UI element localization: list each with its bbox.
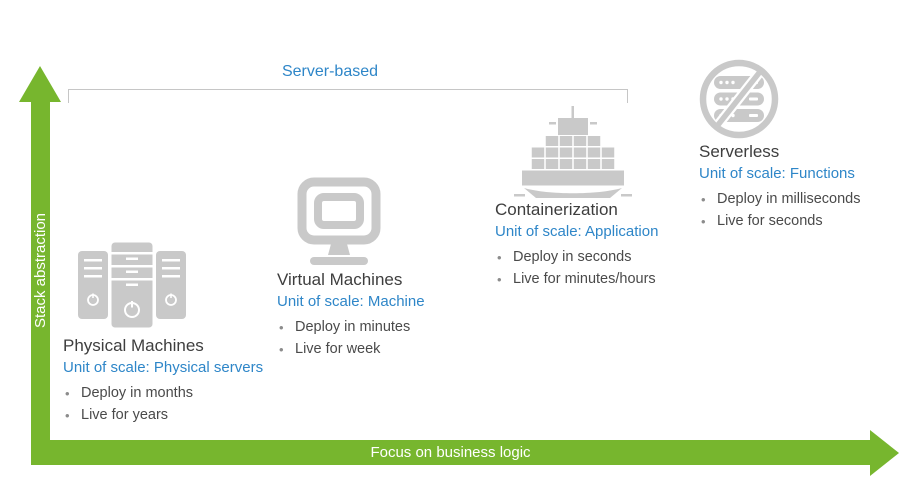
bullet-icon: • — [279, 319, 284, 335]
bullet-text: Deploy in seconds — [513, 249, 632, 265]
stage-containerization: Containerization Unit of scale: Applicat… — [495, 198, 720, 290]
bullet-text: Live for years — [81, 407, 169, 423]
y-axis-label-wrap: Stack abstraction — [31, 95, 50, 445]
unit-of-scale: Unit of scale: Physical servers — [63, 359, 264, 376]
unit-of-scale: Unit of scale: Machine — [277, 293, 425, 310]
stage-bullets: • Deploy in milliseconds • Live for seco… — [699, 188, 900, 232]
x-axis: Focus on business logic — [31, 440, 870, 465]
stage-physical-machines: Physical Machines Unit of scale: Physica… — [63, 334, 288, 426]
bullet-text: Deploy in months — [81, 385, 194, 401]
bullet-icon: • — [701, 213, 706, 229]
stage-virtual-machines: Virtual Machines Unit of scale: Machine … — [277, 268, 502, 360]
bullet-item: • Live for minutes/hours — [495, 268, 720, 290]
y-axis-label: Stack abstraction — [32, 212, 49, 328]
stage-title: Physical Machines — [63, 336, 204, 355]
stage-title: Containerization — [495, 200, 618, 219]
bullet-item: • Live for years — [63, 404, 288, 426]
bullet-text: Deploy in minutes — [295, 319, 411, 335]
bullet-text: Live for seconds — [717, 213, 823, 229]
stage-title: Virtual Machines — [277, 270, 403, 289]
bullet-icon: • — [701, 191, 706, 207]
stage-serverless: Serverless Unit of scale: Functions • De… — [699, 140, 900, 232]
bullet-item: • Live for week — [277, 338, 502, 360]
container-ship-icon — [514, 106, 632, 198]
bullet-text: Live for week — [295, 341, 381, 357]
physical-servers-icon — [78, 239, 186, 331]
server-based-bracket — [68, 89, 628, 103]
bullet-text: Live for minutes/hours — [513, 271, 656, 287]
server-based-label: Server-based — [281, 63, 379, 80]
x-axis-arrowhead — [870, 430, 899, 476]
bullet-item: • Deploy in minutes — [277, 316, 502, 338]
unit-of-scale: Unit of scale: Application — [495, 223, 659, 240]
bullet-icon: • — [279, 341, 284, 357]
stage-bullets: • Deploy in seconds • Live for minutes/h… — [495, 246, 720, 290]
stage-title: Serverless — [699, 142, 780, 161]
bullet-icon: • — [65, 407, 70, 423]
stage-bullets: • Deploy in months • Live for years — [63, 382, 288, 426]
x-axis-label: Focus on business logic — [370, 444, 531, 461]
virtual-machine-monitor-icon — [297, 177, 381, 265]
unit-of-scale: Unit of scale: Functions — [699, 165, 855, 182]
bullet-item: • Deploy in seconds — [495, 246, 720, 268]
serverless-icon — [699, 59, 779, 139]
stage-bullets: • Deploy in minutes • Live for week — [277, 316, 502, 360]
bullet-item: • Deploy in months — [63, 382, 288, 404]
y-axis-arrowhead — [19, 66, 61, 102]
bullet-icon: • — [497, 249, 502, 265]
bullet-icon: • — [65, 385, 70, 401]
bullet-item: • Deploy in milliseconds — [699, 188, 900, 210]
bullet-text: Deploy in milliseconds — [717, 191, 861, 207]
y-axis — [31, 100, 50, 465]
bullet-icon: • — [497, 271, 502, 287]
bullet-item: • Live for seconds — [699, 210, 900, 232]
